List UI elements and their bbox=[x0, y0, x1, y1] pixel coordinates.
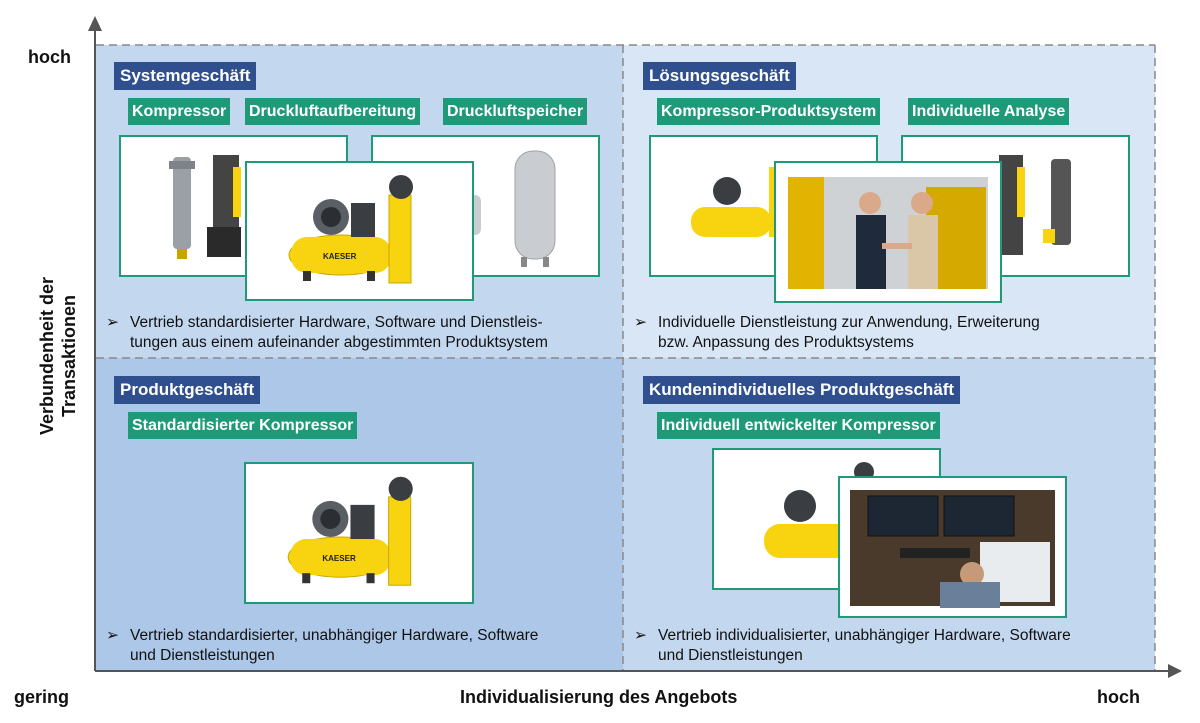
title-loesungsgeschaeft: Lösungsgeschäft bbox=[643, 62, 796, 90]
desc-loesungsgeschaeft-line2: bzw. Anpassung des Produktsystems bbox=[658, 334, 914, 351]
desc-kundenindividuell-line1: Vertrieb individualisierter, unabhängige… bbox=[658, 627, 1071, 644]
image-engineering-workstation bbox=[838, 476, 1067, 618]
bullet-icon: ➢ bbox=[106, 314, 119, 331]
desc-kundenindividuell-line2: und Dienstleistungen bbox=[658, 647, 803, 664]
image-handshake-photo bbox=[774, 161, 1002, 303]
desc-produktgeschaeft-line2: und Dienstleistungen bbox=[130, 647, 275, 664]
piston-compressor-icon: KAESER bbox=[287, 476, 413, 586]
y-axis-title-line2: Transaktionen bbox=[59, 294, 79, 418]
engineering-workstation-icon bbox=[850, 490, 1055, 608]
bullet-icon: ➢ bbox=[634, 314, 647, 331]
bullet-icon: ➢ bbox=[634, 627, 647, 644]
filter-dryer-icon bbox=[169, 155, 241, 259]
image-standard-compressor: KAESER bbox=[244, 462, 474, 604]
title-systemgeschaeft: Systemgeschäft bbox=[114, 62, 257, 90]
svg-text:KAESER: KAESER bbox=[323, 252, 357, 261]
image-compressor-system: KAESER bbox=[245, 161, 474, 301]
x-axis-title: Individualisierung des Angebots bbox=[460, 687, 738, 707]
filter-dryer-icon bbox=[999, 155, 1071, 255]
title-produktgeschaeft: Produktgeschäft bbox=[114, 376, 261, 404]
tag-druckluftaufbereitung: Druckluftaufbereitung bbox=[245, 98, 421, 125]
x-axis-high-label: hoch bbox=[1097, 687, 1140, 707]
desc-loesungsgeschaeft-line1: Individuelle Dienstleistung zur Anwendun… bbox=[658, 314, 1040, 331]
tag-individuelle-analyse: Individuelle Analyse bbox=[908, 98, 1070, 125]
title-kundenindividuelles-produktgeschaeft: Kundenindividuelles Produktgeschäft bbox=[643, 376, 961, 404]
tag-druckluftspeicher: Druckluftspeicher bbox=[443, 98, 588, 125]
x-axis-low-label: gering bbox=[14, 687, 70, 707]
desc-loesungsgeschaeft: ➢ Individuelle Dienstleistung zur Anwend… bbox=[634, 313, 1149, 353]
desc-systemgeschaeft-line2: tungen aus einem aufeinander abgestimmte… bbox=[130, 334, 548, 351]
y-axis-title-line1: Verbundenheit der bbox=[37, 276, 57, 436]
desc-systemgeschaeft-line1: Vertrieb standardisierter Hardware, Soft… bbox=[130, 314, 543, 331]
svg-text:KAESER: KAESER bbox=[322, 554, 356, 563]
tag-kompressor-produktsystem: Kompressor-Produktsystem bbox=[657, 98, 881, 125]
piston-compressor-icon: KAESER bbox=[288, 175, 413, 284]
tag-individuell-entwickelter-kompressor: Individuell entwickelter Kompressor bbox=[657, 412, 940, 439]
desc-produktgeschaeft: ➢ Vertrieb standardisierter, unabhängige… bbox=[106, 626, 616, 666]
bullet-icon: ➢ bbox=[106, 627, 119, 644]
tag-standardisierter-kompressor: Standardisierter Kompressor bbox=[128, 412, 358, 439]
tag-kompressor: Kompressor bbox=[128, 98, 231, 125]
desc-kundenindividuelles-produktgeschaeft: ➢ Vertrieb individualisierter, unabhängi… bbox=[634, 626, 1149, 666]
desc-systemgeschaeft: ➢ Vertrieb standardisierter Hardware, So… bbox=[106, 313, 616, 353]
desc-produktgeschaeft-line1: Vertrieb standardisierter, unabhängiger … bbox=[130, 627, 539, 644]
handshake-photo-icon bbox=[788, 177, 988, 289]
y-axis-high-label: hoch bbox=[28, 47, 71, 67]
